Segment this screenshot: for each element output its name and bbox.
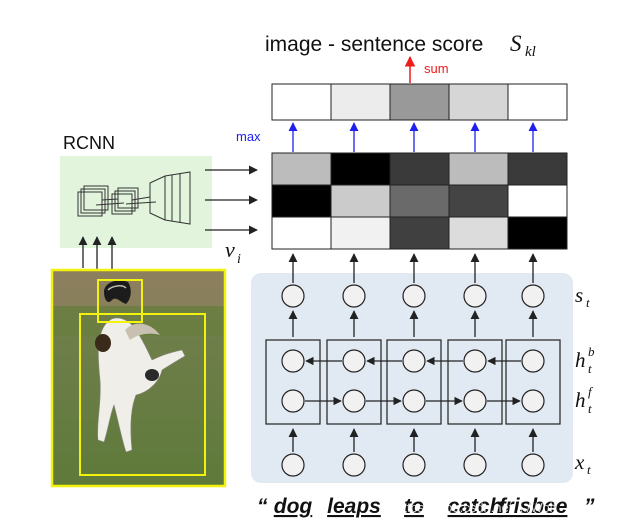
matrix-cell	[271, 216, 332, 250]
row-label-hf-subscript: t	[588, 401, 592, 416]
node-hf	[521, 389, 545, 413]
region-box-frisbee	[97, 279, 143, 323]
row-label-x-symbol: x	[574, 450, 585, 474]
node-hf	[281, 389, 305, 413]
region-label-subscript: i	[237, 252, 241, 267]
node-s	[521, 284, 545, 308]
matrix-cell	[448, 216, 509, 250]
matrix-cell	[507, 152, 568, 186]
dog-photo	[50, 268, 227, 488]
node-hb	[281, 349, 305, 373]
score-row	[271, 83, 568, 121]
node-hf	[342, 389, 366, 413]
node-s	[402, 284, 426, 308]
row-label-hb-subscript: t	[588, 361, 592, 376]
score-cell	[389, 83, 450, 121]
row-label-hb-symbol: h	[575, 348, 586, 372]
matrix-cell	[330, 216, 391, 250]
row-label-hf: h f t	[575, 384, 594, 416]
node-hf	[463, 389, 487, 413]
node-hb	[402, 349, 426, 373]
sentence-word: to	[404, 495, 424, 518]
max-label: max	[236, 129, 261, 144]
matrix-cell	[507, 216, 568, 250]
hidden-unit-box	[505, 339, 561, 425]
sentence-close-quote: ”	[584, 495, 595, 518]
row-label-s-symbol: s	[575, 283, 583, 307]
bidirectional-rnn	[265, 253, 561, 477]
score-cell	[330, 83, 391, 121]
sentence-word: leaps	[327, 495, 381, 518]
hidden-unit-box	[386, 339, 442, 425]
title-text: image - sentence score	[265, 33, 483, 56]
row-label-s-subscript: t	[586, 295, 590, 310]
node-x	[463, 453, 487, 477]
hidden-unit-box	[326, 339, 382, 425]
node-s	[342, 284, 366, 308]
alignment-matrix	[271, 152, 568, 250]
row-label-hf-symbol: h	[575, 388, 586, 412]
sentence-word: frisbee	[499, 495, 568, 518]
row-label-hb: h b t	[575, 344, 595, 376]
node-s	[281, 284, 305, 308]
title-subscript: kl	[525, 44, 536, 60]
region-label-symbol: v	[225, 237, 235, 262]
matrix-cell	[507, 184, 568, 218]
cnn-icon	[77, 171, 191, 225]
row-label-s: s t	[575, 283, 590, 310]
watermark: https://blog.csdn.net/.../Wolf	[396, 500, 557, 515]
sentence-open-quote: “	[257, 495, 268, 518]
matrix-cell	[330, 152, 391, 186]
matrix-cell	[389, 184, 450, 218]
node-s	[463, 284, 487, 308]
photo-frame	[50, 268, 227, 488]
title: image - sentence score S kl	[265, 31, 536, 60]
matrix-cell	[271, 184, 332, 218]
matrix-cell	[271, 152, 332, 186]
score-cell	[271, 83, 332, 121]
sum-label: sum	[424, 61, 449, 76]
score-cell	[507, 83, 568, 121]
sentence-word: catch	[448, 495, 503, 518]
matrix-cell	[448, 184, 509, 218]
row-label-hb-superscript: b	[588, 344, 595, 359]
matrix-cell	[389, 152, 450, 186]
node-hf	[402, 389, 426, 413]
row-label-x: x t	[574, 450, 591, 477]
title-symbol: S	[510, 31, 522, 56]
node-hb	[521, 349, 545, 373]
row-label-x-subscript: t	[587, 462, 591, 477]
sentence-word: dog	[274, 495, 313, 518]
node-hb	[463, 349, 487, 373]
max-arrows	[288, 122, 538, 152]
rcnn-label: RCNN	[63, 133, 115, 153]
hidden-unit-box	[447, 339, 503, 425]
node-hb	[342, 349, 366, 373]
rnn-panel	[251, 273, 573, 483]
matrix-cell	[330, 184, 391, 218]
node-x	[342, 453, 366, 477]
score-cell	[448, 83, 509, 121]
rcnn-panel	[60, 156, 212, 248]
node-x	[521, 453, 545, 477]
matrix-cell	[448, 152, 509, 186]
row-label-hf-superscript: f	[588, 384, 594, 399]
node-x	[402, 453, 426, 477]
node-x	[281, 453, 305, 477]
matrix-cell	[389, 216, 450, 250]
hidden-unit-box	[265, 339, 321, 425]
